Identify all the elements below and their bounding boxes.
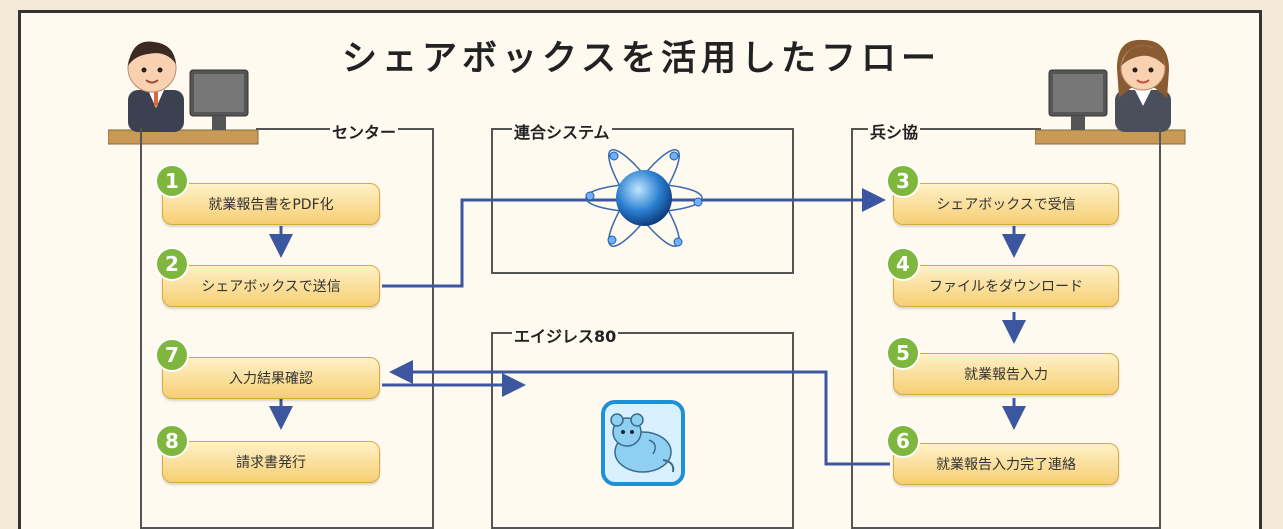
step-8-box: 請求書発行 <box>162 441 380 483</box>
step-3-label: シェアボックスで受信 <box>936 197 1076 213</box>
step-4-badge: 4 <box>886 247 920 281</box>
section-center-label: センター <box>330 119 399 143</box>
step-6-badge: 6 <box>886 424 920 458</box>
step-1-label: 就業報告書をPDF化 <box>208 197 334 213</box>
network-globe-icon <box>585 149 703 247</box>
step-4-label: ファイルをダウンロード <box>929 279 1083 295</box>
section-aigiless-topline <box>491 332 794 334</box>
male-worker-illustration <box>108 41 259 145</box>
step-5-box: 就業報告入力 <box>893 353 1119 395</box>
step-7-label: 入力結果確認 <box>229 371 313 387</box>
arrow-6-to-7 <box>389 360 890 466</box>
section-rengo-topline <box>491 128 794 130</box>
section-center <box>140 128 434 529</box>
step-5-badge: 5 <box>886 336 920 370</box>
step-1-box: 就業報告書をPDF化 <box>162 183 380 225</box>
step-6-box: 就業報告入力完了連絡 <box>893 443 1119 485</box>
section-aigiless <box>491 332 794 529</box>
step-2-box: シェアボックスで送信 <box>162 265 380 307</box>
diagram-title: シェアボックスを活用したフロー <box>342 38 941 79</box>
step-3-badge: 3 <box>886 164 920 198</box>
step-2-badge: 2 <box>155 247 189 281</box>
step-3-box: シェアボックスで受信 <box>893 183 1119 225</box>
aigiless-mascot-icon <box>601 400 685 486</box>
step-4-box: ファイルをダウンロード <box>893 265 1119 307</box>
section-heishikyo <box>851 128 1161 529</box>
step-1-badge: 1 <box>155 164 189 198</box>
step-7-badge: 7 <box>155 338 189 372</box>
section-heishikyo-topline <box>851 128 1041 130</box>
section-aigiless-label: エイジレス80 <box>512 323 619 347</box>
female-worker-illustration <box>1035 39 1186 145</box>
section-heishikyo-label: 兵シ協 <box>868 119 921 143</box>
step-7-box: 入力結果確認 <box>162 357 380 399</box>
section-rengo-label: 連合システム <box>512 119 612 143</box>
step-8-badge: 8 <box>155 424 189 458</box>
step-5-label: 就業報告入力 <box>964 367 1048 383</box>
step-2-label: シェアボックスで送信 <box>201 279 341 295</box>
step-6-label: 就業報告入力完了連絡 <box>936 457 1076 473</box>
step-8-label: 請求書発行 <box>236 455 306 471</box>
